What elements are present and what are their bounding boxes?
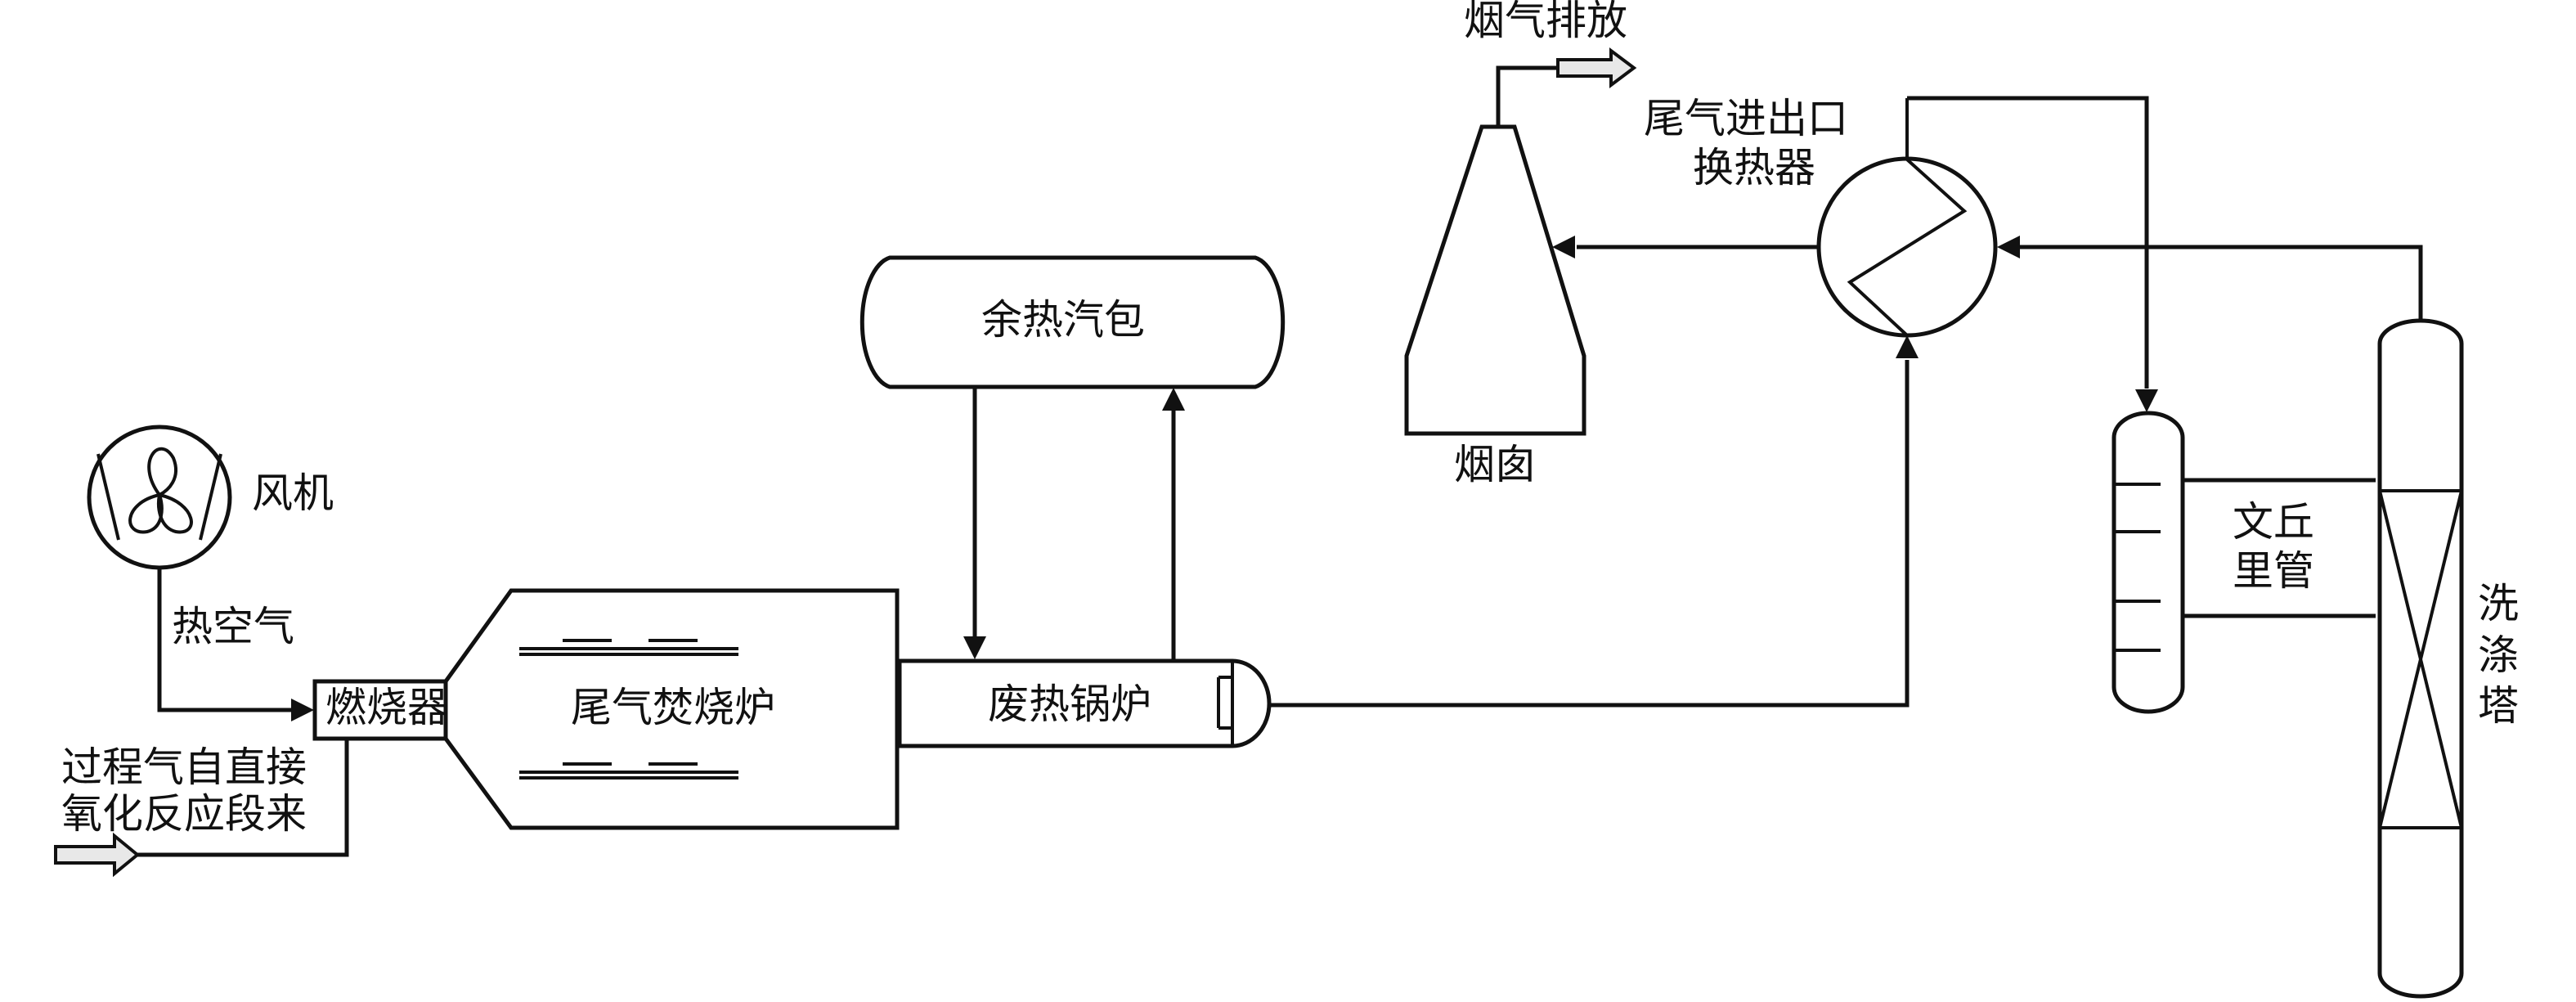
stack-unit: 烟囱 烟气排放 [1404,0,1637,488]
process-gas-label-line1: 过程气自直接 [61,744,307,791]
venturi-unit: 文丘 里管 [2112,411,2376,714]
hot-air-label: 热空气 [172,603,294,650]
flue-gas-outlet-arrow-icon [1556,47,1637,88]
fan-label: 风机 [252,470,334,517]
exchanger-to-venturi-line [1907,96,2158,412]
scrubber-tower-unit: 洗 涤 塔 [2377,318,2519,999]
scrubber-to-exchanger-line [1997,236,2423,323]
venturi-label-line1: 文丘 [2233,498,2314,546]
venturi-trays [2114,483,2161,652]
stack-label: 烟囱 [1454,441,1536,488]
incinerator-baffles-bottom [519,762,738,780]
heat-exchanger-label-line2: 换热器 [1693,144,1815,191]
venturi-label-line2: 里管 [2233,547,2314,595]
incinerator-label: 尾气焚烧炉 [571,684,775,731]
waste-heat-boiler-label: 废热锅炉 [988,681,1151,728]
hot-air-line: 热空气 [157,568,314,721]
scrubber-label-char1: 洗 [2478,580,2519,627]
heat-exchanger-unit: 尾气进出口 换热器 [1644,95,1998,338]
steam-drum-unit: 余热汽包 [859,255,1286,389]
scrubber-packing-icon [2378,489,2463,829]
waste-heat-boiler-body [897,658,1272,748]
steam-drum-body [859,255,1286,389]
venturi-body [2112,411,2185,714]
waste-heat-boiler-unit: 废热锅炉 [897,658,1272,748]
process-gas-inlet-arrow-icon [54,832,141,878]
steam-drum-label: 余热汽包 [981,296,1145,344]
incinerator-unit: 尾气焚烧炉 [443,588,900,830]
stack-body [1404,124,1586,436]
boiler-tube-sheet [1217,661,1234,746]
incinerator-body [443,588,900,830]
burner-unit: 燃烧器 [312,679,448,741]
burner-label: 燃烧器 [325,684,448,731]
flue-gas-discharge-label: 烟气排放 [1464,0,1627,44]
heat-exchanger-label-line1: 尾气进出口 [1644,95,1848,142]
process-gas-inlet: 过程气自直接 氧化反应段来 [54,740,349,878]
exchanger-coil [1847,98,1968,337]
exchanger-to-stack-line [1552,236,1819,258]
scrubber-label-char2: 涤 [2478,631,2519,679]
burner-box [312,679,448,741]
fan-blades-icon [96,447,222,541]
drum-downcomer-line [963,387,986,659]
boiler-to-exchanger-line [1269,335,1919,708]
drum-riser-line [1162,388,1185,661]
process-gas-label-line2: 氧化反应段来 [61,790,307,838]
incinerator-baffles-top [519,639,738,656]
scrubber-label-char3: 塔 [2478,682,2519,730]
fan-unit: 风机 [87,425,334,570]
